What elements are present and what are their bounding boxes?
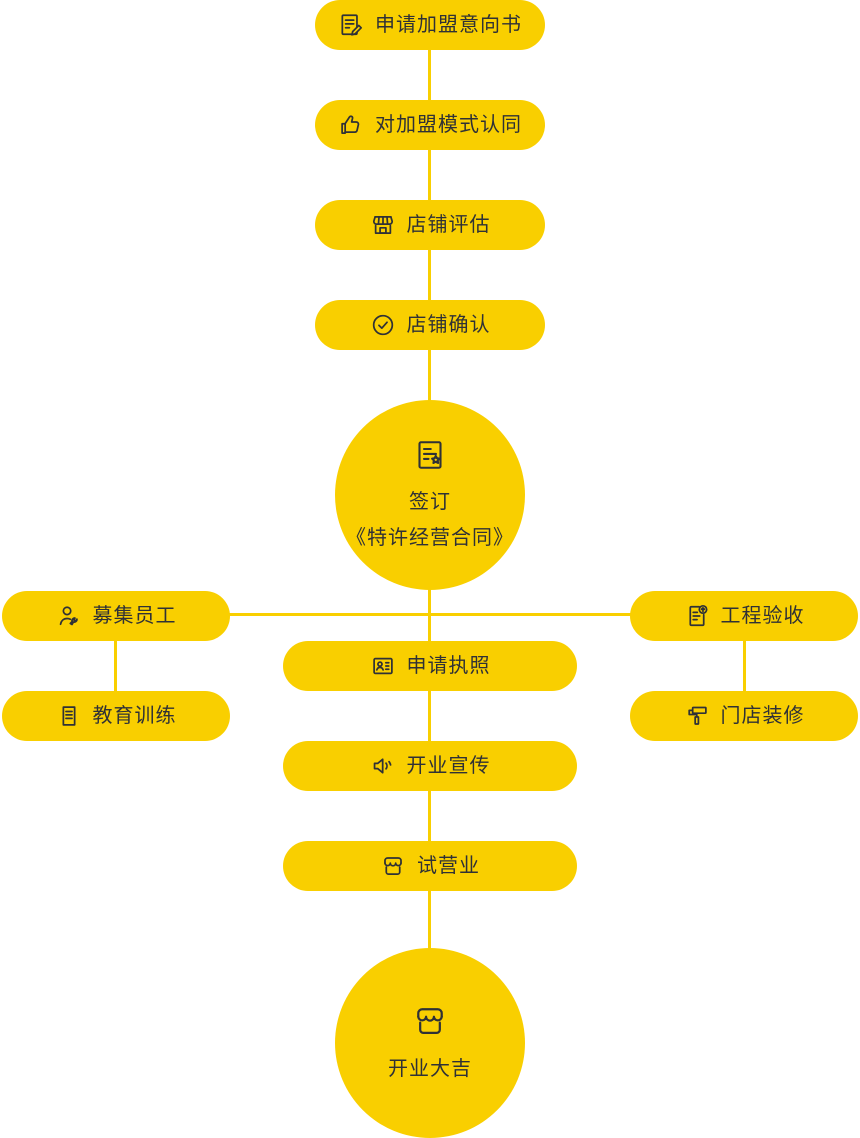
shop-awning-icon (411, 1002, 449, 1040)
node-opening-publicity: 开业宣传 (283, 741, 577, 791)
thumbs-up-icon (338, 112, 364, 138)
node-label: 募集员工 (92, 605, 177, 627)
node-apply-intent: 申请加盟意向书 (315, 0, 545, 50)
connector-line (743, 639, 746, 694)
document-badge-icon (684, 603, 710, 629)
node-label: 教育训练 (92, 705, 177, 727)
contract-seal-icon (412, 437, 448, 473)
node-agree-model: 对加盟模式认同 (315, 100, 545, 150)
node-grand-opening: 开业大吉 (335, 948, 525, 1138)
node-apply-license: 申请执照 (283, 641, 577, 691)
storefront-striped-icon (370, 212, 396, 238)
connector-line (428, 689, 431, 744)
node-label: 店铺确认 (406, 314, 491, 336)
node-label: 开业大吉 (388, 1058, 472, 1080)
connector-line (428, 789, 431, 844)
node-label: 申请执照 (406, 655, 491, 677)
document-edit-icon (338, 12, 364, 38)
shop-awning-icon (380, 853, 406, 879)
node-store-evaluation: 店铺评估 (315, 200, 545, 250)
node-inspection: 工程验收 (630, 591, 858, 641)
node-label: 开业宣传 (406, 755, 491, 777)
connector-line (428, 148, 431, 203)
node-store-confirm: 店铺确认 (315, 300, 545, 350)
check-circle-icon (370, 312, 396, 338)
connector-line (428, 248, 431, 303)
megaphone-icon (370, 753, 396, 779)
connector-line (428, 348, 431, 404)
node-label: 试营业 (417, 855, 480, 877)
node-decoration: 门店装修 (630, 691, 858, 741)
node-label: 《特许经营合同》 (346, 527, 514, 549)
notebook-icon (56, 703, 82, 729)
id-card-icon (370, 653, 396, 679)
node-label: 签订 (409, 491, 451, 513)
node-trial-operation: 试营业 (283, 841, 577, 891)
node-label: 门店装修 (720, 705, 805, 727)
person-wrench-icon (56, 603, 82, 629)
node-label: 工程验收 (720, 605, 805, 627)
connector-line (428, 48, 431, 103)
connector-line (428, 889, 431, 951)
node-recruit-staff: 募集员工 (2, 591, 230, 641)
node-training: 教育训练 (2, 691, 230, 741)
node-label: 店铺评估 (406, 214, 491, 236)
connector-line (228, 613, 632, 616)
paint-roller-icon (684, 703, 710, 729)
node-label: 对加盟模式认同 (375, 114, 522, 136)
node-label: 申请加盟意向书 (375, 14, 522, 36)
node-sign-contract: 签订 《特许经营合同》 (335, 400, 525, 590)
connector-line (114, 639, 117, 694)
